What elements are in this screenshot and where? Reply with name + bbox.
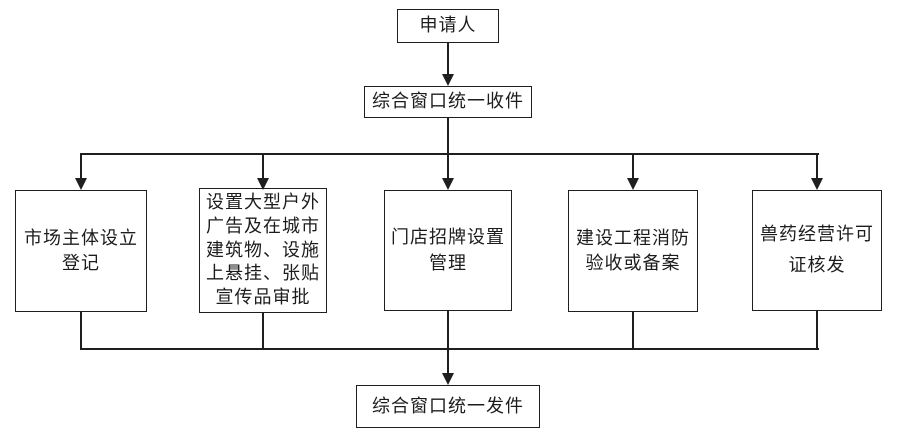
- arrow-down-icon: [442, 178, 454, 190]
- node-dept-market-entity-registration: 市场主体设立 登记: [15, 190, 147, 312]
- node-dept-outdoor-advertising-approval: 设置大型户外 广告及在城市 建筑物、设施 上悬挂、张贴 宣传品审批: [199, 188, 327, 313]
- arrow-down-icon: [257, 178, 269, 190]
- node-unified-intake: 综合窗口统一收件: [364, 86, 532, 118]
- node-dept-store-signage-management: 门店招牌设置 管理: [384, 190, 512, 311]
- arrow-down-icon: [442, 74, 454, 86]
- node-applicant: 申请人: [397, 9, 499, 43]
- connector-rise-dept-3: [447, 311, 449, 350]
- connector-drop-dept-3: [447, 153, 449, 181]
- connector-drop-dept-4: [632, 153, 634, 181]
- node-dept-fire-acceptance-filing: 建设工程消防 验收或备案: [568, 190, 698, 312]
- connector-rise-dept-4: [632, 312, 634, 350]
- connector-collector-output: [447, 348, 449, 376]
- arrow-down-icon: [442, 373, 454, 385]
- node-unified-output: 综合窗口统一发件: [356, 385, 540, 428]
- connector-applicant-intake: [447, 43, 449, 77]
- connector-rise-dept-2: [262, 313, 264, 350]
- connector-rise-dept-5: [816, 311, 818, 350]
- arrow-down-icon: [75, 178, 87, 190]
- connector-drop-dept-1: [80, 153, 82, 181]
- node-dept-veterinary-drug-license: 兽药经营许可 证核发: [752, 190, 882, 311]
- connector-drop-dept-5: [816, 153, 818, 181]
- connector-rise-dept-1: [80, 312, 82, 350]
- arrow-down-icon: [811, 178, 823, 190]
- connector-collector-line: [80, 348, 819, 350]
- arrow-down-icon: [627, 178, 639, 190]
- connector-drop-dept-2: [262, 153, 264, 181]
- connector-distributor-line: [80, 153, 819, 155]
- connector-intake-distributor: [447, 118, 449, 155]
